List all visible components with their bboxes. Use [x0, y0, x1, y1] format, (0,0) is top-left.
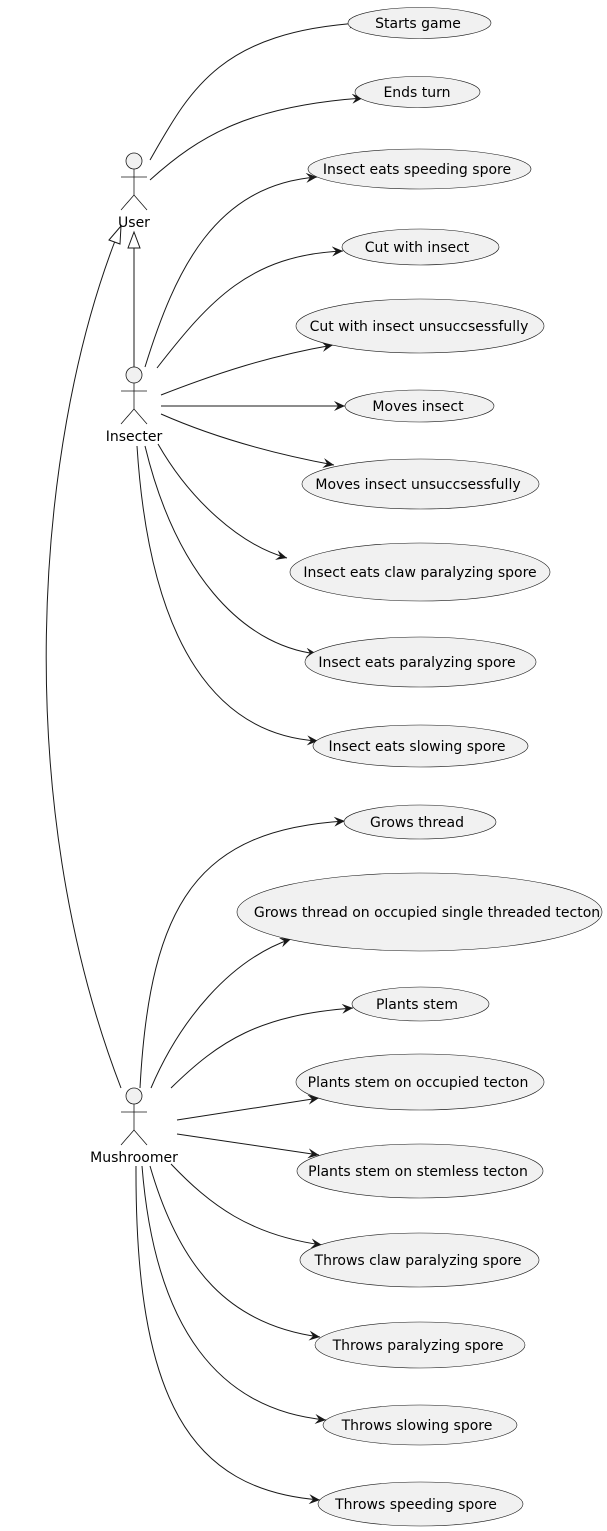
- assoc-insecter-eats-paralyzing: [144, 445, 318, 658]
- svg-text:Grows thread on occupied singl: Grows thread on occupied single threaded…: [254, 905, 600, 921]
- assoc-insecter-cut: [156, 246, 344, 369]
- stick-figure-icon: [120, 1087, 148, 1146]
- stick-figure-icon: [120, 366, 148, 425]
- usecase-insect-eats-speeding-spore[interactable]: Insect eats speeding spore: [307, 148, 532, 190]
- usecase-plants-stem[interactable]: Plants stem: [351, 986, 490, 1022]
- svg-text:Starts game: Starts game: [375, 16, 461, 32]
- stick-figure-icon: [120, 152, 148, 211]
- actor-label-mushroomer: Mushroomer: [90, 1150, 178, 1166]
- actor-user[interactable]: User: [118, 152, 150, 231]
- generalization-mushroomer-user: [45, 224, 122, 1089]
- usecase-moves-insect-unsuccessfully[interactable]: Moves insect unsuccsessfully: [301, 458, 540, 510]
- usecase-starts-game[interactable]: Starts game: [347, 7, 492, 39]
- assoc-mushroomer-grows-thread-occupied: [150, 937, 292, 1089]
- usecase-ends-turn[interactable]: Ends turn: [354, 76, 481, 108]
- usecase-throws-paralyzing-spore[interactable]: Throws paralyzing spore: [314, 1321, 526, 1369]
- assoc-insecter-cut-unsuccessfully: [160, 341, 334, 396]
- usecase-plants-stem-on-occupied-tecton[interactable]: Plants stem on occupied tecton: [295, 1053, 545, 1111]
- svg-text:Insect eats speeding spore: Insect eats speeding spore: [323, 162, 511, 178]
- actor-label-insecter: Insecter: [106, 429, 163, 445]
- usecase-grows-thread[interactable]: Grows thread: [343, 804, 497, 840]
- usecase-throws-claw-paralyzing-spore[interactable]: Throws claw paralyzing spore: [299, 1232, 540, 1288]
- svg-text:Cut with insect unsuccsessfull: Cut with insect unsuccsessfully: [310, 319, 529, 335]
- usecase-throws-slowing-spore[interactable]: Throws slowing spore: [322, 1404, 518, 1446]
- actor-insecter[interactable]: Insecter: [106, 366, 163, 445]
- svg-text:Plants stem: Plants stem: [376, 997, 458, 1013]
- assoc-insecter-eats-speeding: [144, 172, 318, 368]
- assoc-insecter-eats-slowing: [136, 445, 319, 746]
- svg-text:Throws slowing spore: Throws slowing spore: [341, 1418, 493, 1434]
- usecase-grows-thread-on-occupied-tecton[interactable]: Grows thread on occupied single threaded…: [236, 872, 603, 952]
- assoc-mushroomer-throws-slowing: [141, 1165, 327, 1424]
- assoc-insecter-eats-claw-paralyzing: [157, 443, 288, 560]
- svg-text:Moves insect: Moves insect: [372, 399, 464, 415]
- assoc-insecter-moves-unsuccessfully: [160, 413, 335, 468]
- assoc-mushroomer-grows-thread: [139, 816, 346, 1089]
- assoc-mushroomer-plants-stem: [170, 1003, 354, 1089]
- svg-text:Plants stem on stemless tecton: Plants stem on stemless tecton: [308, 1164, 528, 1180]
- svg-text:Cut with insect: Cut with insect: [365, 240, 470, 256]
- svg-text:Insect eats paralyzing spore: Insect eats paralyzing spore: [318, 655, 515, 671]
- svg-text:Throws paralyzing spore: Throws paralyzing spore: [332, 1338, 504, 1354]
- usecase-cut-with-insect[interactable]: Cut with insect: [341, 228, 500, 266]
- usecase-plants-stem-on-stemless-tecton[interactable]: Plants stem on stemless tecton: [296, 1143, 544, 1199]
- usecase-insect-eats-slowing-spore[interactable]: Insect eats slowing spore: [312, 724, 529, 768]
- svg-text:Insect eats slowing spore: Insect eats slowing spore: [328, 739, 505, 755]
- assoc-mushroomer-plants-stem-stemless: [176, 1133, 320, 1159]
- assoc-mushroomer-throws-paralyzing: [149, 1165, 321, 1341]
- assoc-mushroomer-throws-speeding: [135, 1165, 321, 1505]
- svg-text:Throws claw paralyzing spore: Throws claw paralyzing spore: [314, 1253, 522, 1269]
- svg-text:Plants stem on occupied tecton: Plants stem on occupied tecton: [308, 1075, 529, 1091]
- actor-mushroomer[interactable]: Mushroomer: [90, 1087, 178, 1166]
- assoc-mushroomer-throws-claw: [170, 1163, 323, 1249]
- usecase-insect-eats-claw-paralyzing-spore[interactable]: Insect eats claw paralyzing spore: [289, 542, 551, 602]
- usecase-cut-with-insect-unsuccessfully[interactable]: Cut with insect unsuccsessfully: [295, 298, 545, 354]
- svg-text:Ends turn: Ends turn: [383, 85, 450, 101]
- actor-label-user: User: [118, 215, 150, 231]
- assoc-mushroomer-plants-stem-occupied: [176, 1094, 320, 1121]
- generalization-insecter-user: [127, 230, 141, 367]
- assoc-user-ends-turn: [149, 93, 364, 181]
- svg-text:Throws speeding spore: Throws speeding spore: [334, 1497, 497, 1513]
- usecase-throws-speeding-spore[interactable]: Throws speeding spore: [317, 1481, 524, 1527]
- svg-text:Grows thread: Grows thread: [370, 815, 464, 831]
- usecase-moves-insect[interactable]: Moves insect: [344, 389, 495, 423]
- assoc-user-starts-game: [149, 18, 361, 161]
- usecase-insect-eats-paralyzing-spore[interactable]: Insect eats paralyzing spore: [304, 636, 537, 688]
- svg-text:Moves insect unsuccsessfully: Moves insect unsuccsessfully: [315, 477, 520, 493]
- svg-text:Insect eats claw paralyzing sp: Insect eats claw paralyzing spore: [303, 565, 536, 581]
